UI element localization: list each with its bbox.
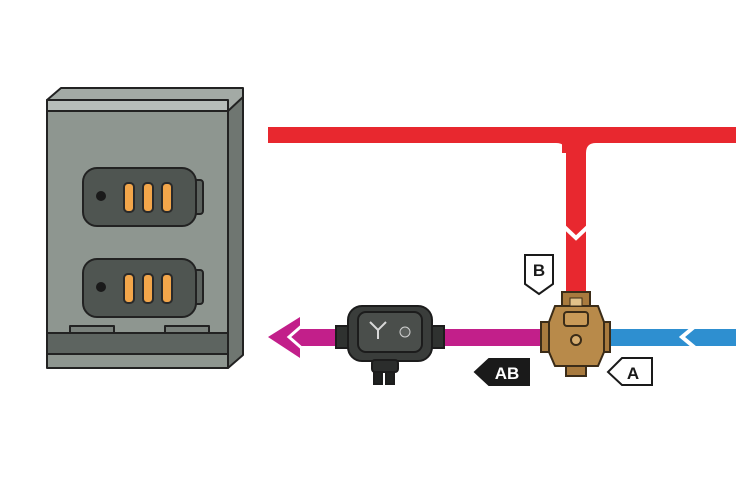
burner-window-upper — [82, 167, 204, 227]
label-ab: AB — [473, 358, 530, 386]
boiler — [46, 87, 244, 369]
label-b-tag — [524, 254, 554, 296]
mixing-valve — [540, 291, 611, 377]
hot-flow-arrow-icon — [555, 218, 597, 241]
boiler-top-band — [46, 99, 229, 112]
cold-return-pipe — [604, 320, 736, 354]
label-a-tag — [606, 357, 653, 386]
mixed-flow-arrow-icon — [286, 321, 306, 353]
cold-flow-arrow-icon — [678, 320, 702, 354]
boiler-bottom-panel — [46, 332, 229, 355]
grundfos-logo-icon — [369, 321, 387, 339]
boiler-side — [227, 96, 244, 369]
mixed-flow-arrowhead-icon — [268, 317, 300, 358]
label-ab-tag — [473, 358, 530, 386]
label-a-text: A — [627, 364, 639, 383]
label-b-text: B — [533, 261, 545, 280]
burner-window-lower — [82, 258, 204, 318]
label-a: A — [606, 357, 653, 386]
label-ab-text: AB — [495, 364, 520, 383]
hot-supply-pipe — [268, 127, 736, 305]
boiler-hinge-right — [164, 325, 210, 334]
circulation-pump — [335, 305, 445, 385]
label-b: B — [524, 254, 554, 296]
boiler-hinge-left — [69, 325, 115, 334]
